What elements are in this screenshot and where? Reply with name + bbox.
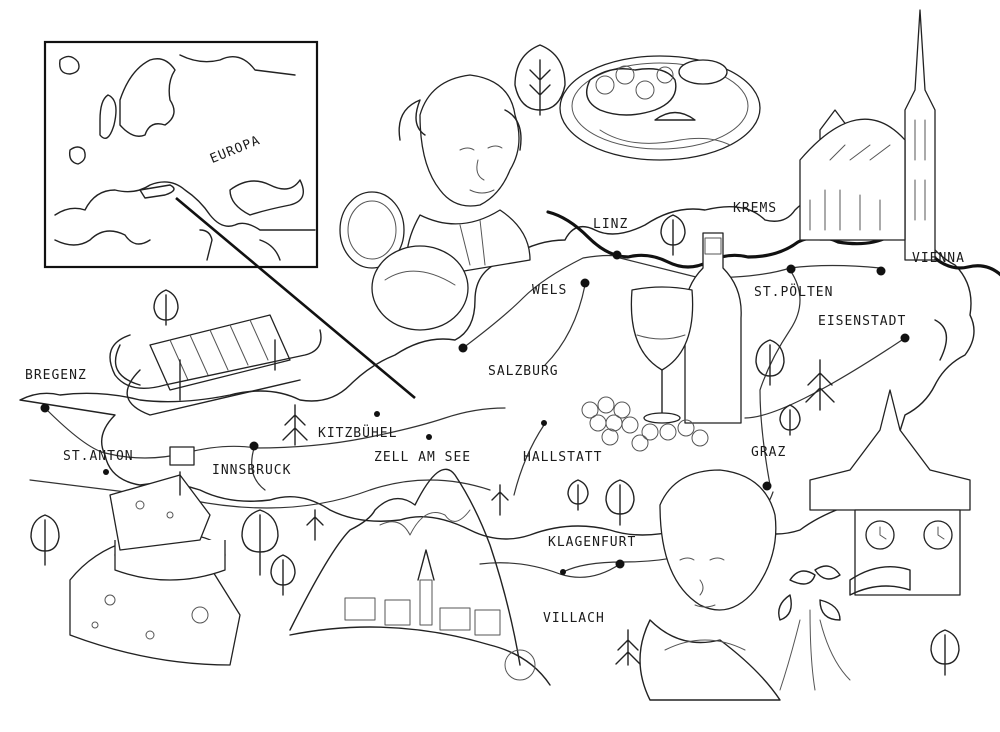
city-label-linz[interactable]: LINZ <box>593 217 629 232</box>
city-label-krems[interactable]: KREMS <box>733 201 778 216</box>
city-dot-st-anton[interactable] <box>103 469 109 475</box>
city-dot-bregenz[interactable] <box>40 403 50 413</box>
cheese-icon <box>69 446 241 666</box>
mozart-portrait-icon <box>339 74 531 331</box>
austria-border <box>19 196 975 540</box>
city-dot-villach[interactable] <box>560 569 566 575</box>
city-dot-eisenstadt[interactable] <box>900 333 910 343</box>
edelweiss-icon <box>778 565 911 691</box>
tree-icon <box>30 44 960 676</box>
city-dot-vienna[interactable] <box>876 266 886 276</box>
europe-inset-map <box>43 40 416 399</box>
city-label-st-anton[interactable]: ST.ANTON <box>63 449 134 464</box>
city-label-graz[interactable]: GRAZ <box>751 445 787 460</box>
city-dot-salzburg[interactable] <box>458 343 468 353</box>
city-label-hallstatt[interactable]: HALLSTATT <box>523 450 603 465</box>
city-label-villach[interactable]: VILLACH <box>543 611 605 626</box>
schnitzel-plate-icon <box>559 55 761 161</box>
city-label-vienna[interactable]: VIENNA <box>912 251 965 266</box>
city-dot-st-polten[interactable] <box>786 264 796 274</box>
graz-clock-tower-icon <box>809 319 971 596</box>
city-dot-wels[interactable] <box>580 278 590 288</box>
dirndl-woman-icon <box>639 469 781 701</box>
city-label-kitzbuhel[interactable]: KITZBÜHEL <box>318 426 398 441</box>
city-dot-linz[interactable] <box>612 250 622 260</box>
city-label-klagenfurt[interactable]: KLAGENFURT <box>548 535 637 550</box>
city-label-salzburg[interactable]: SALZBURG <box>488 364 559 379</box>
city-dot-klagenfurt[interactable] <box>615 559 625 569</box>
city-label-eisenstadt[interactable]: EISENSTADT <box>818 314 907 329</box>
city-dot-hallstatt[interactable] <box>541 420 547 426</box>
city-label-wels[interactable]: WELS <box>532 283 568 298</box>
city-dot-graz[interactable] <box>762 481 772 491</box>
city-label-st-polten[interactable]: ST.PÖLTEN <box>754 285 834 300</box>
alpine-village-icon <box>289 468 551 686</box>
city-dot-innsbruck[interactable] <box>249 441 259 451</box>
city-dot-zell-am-see[interactable] <box>426 434 432 440</box>
roads <box>29 254 906 578</box>
st-stephens-cathedral-icon <box>799 9 936 261</box>
city-label-innsbruck[interactable]: INNSBRUCK <box>212 463 292 478</box>
city-label-zell-am-see[interactable]: ZELL AM SEE <box>374 450 472 465</box>
sled-icon <box>109 314 322 416</box>
wine-bottle-glass-icon <box>581 232 742 452</box>
city-label-bregenz[interactable]: BREGENZ <box>25 368 87 383</box>
city-dot-kitzbuhel[interactable] <box>374 411 380 417</box>
